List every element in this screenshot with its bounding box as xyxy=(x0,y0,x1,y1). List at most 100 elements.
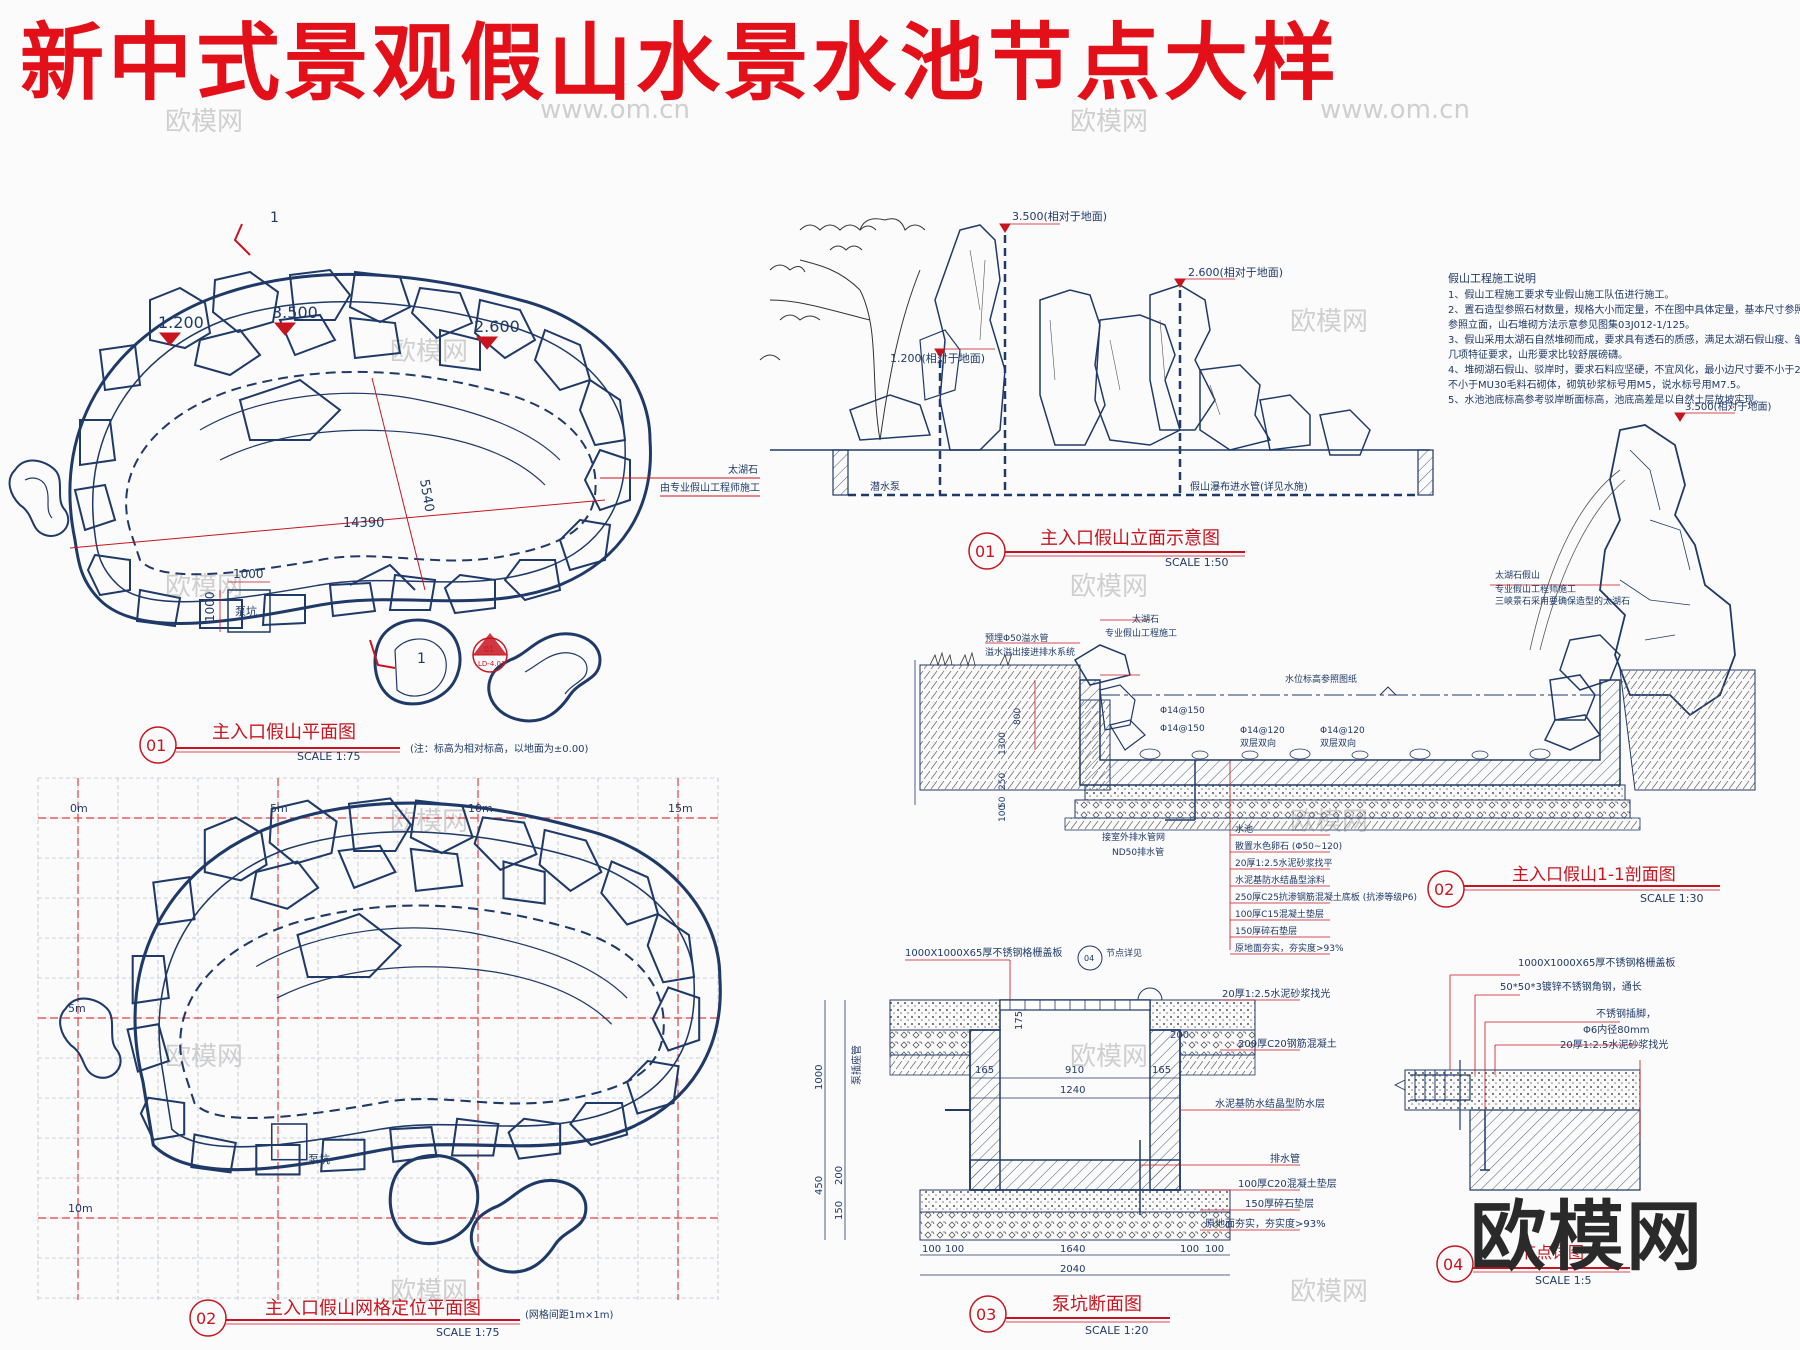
notes-line: 4、堆砌湖石假山、驳岸时，要求石料应坚硬，不宜风化，最小边尺寸要不小于200，采… xyxy=(1448,363,1800,376)
notes-line: 几项特征要求，山形要求比较舒展磅礴。 xyxy=(1448,348,1628,361)
drawing-number: 01 xyxy=(975,542,995,561)
callout-label: 三峡景石采用要确保造型的太湖石 xyxy=(1495,595,1630,607)
dimension-label: 1640 xyxy=(1060,1244,1085,1255)
dimension-label: 200 xyxy=(1170,1030,1189,1041)
dimension-label: 1000 xyxy=(203,591,217,622)
layer-label: 250厚C25抗渗钢筋混凝土底板 (抗渗等级P6) xyxy=(1235,891,1417,903)
grid-02 xyxy=(37,777,722,1300)
grid-label-x: 5m xyxy=(270,802,288,815)
elevation-label: 1.200 xyxy=(158,313,204,332)
drawing-number: 02 xyxy=(196,1309,216,1328)
dimension-label: 100 xyxy=(922,1244,941,1255)
grid-label-y: 5m xyxy=(68,1002,86,1015)
drawing-note: (注：标高为相对标高，以地面为±0.00) xyxy=(410,742,589,755)
water-level-label: 水位标高参照图纸 xyxy=(1285,673,1357,685)
dimension-label: 5540 xyxy=(416,478,437,513)
elevation-01-titleblock: 01 主入口假山立面示意图 SCALE 1:50 xyxy=(968,528,1245,570)
dimension-label: 14390 xyxy=(343,516,384,531)
elevation-label: 2.600(相对于地面) xyxy=(1188,265,1283,279)
dimension-label: 165 xyxy=(1152,1065,1171,1076)
grid-02-titleblock: 02 主入口假山网格定位平面图 (网格间距1m×1m) SCALE 1:75 xyxy=(189,1298,613,1339)
pit-03-text: 1000X1000X65厚不锈钢格栅盖板 04 节点详见 175 200 165… xyxy=(814,946,1337,1275)
drawing-title: 主入口假山1-1剖面图 xyxy=(1512,865,1676,885)
layer-label: 水泥基防水结晶型防水层 xyxy=(1215,1097,1325,1110)
callout-label: 专业假山工程师施工 xyxy=(1495,583,1576,595)
notes-line: 参照立面，山石堆砌方法示意参见图集03J012-1/125。 xyxy=(1448,318,1695,331)
plan-01-titleblock: 01 主入口假山平面图 SCALE 1:75 (注：标高为相对标高，以地面为±0… xyxy=(139,722,589,764)
node-label: Φ6内径80mm xyxy=(1583,1023,1649,1036)
callout-label: 太湖石 xyxy=(1132,613,1159,625)
section-mark: 1 xyxy=(417,651,426,667)
grid-02-text: 0m 5m 10m 15m 5m 10m 泵坑 xyxy=(68,802,693,1215)
drawing-scale: SCALE 1:5 xyxy=(1535,1274,1591,1287)
node-label: 50*50*3镀锌不锈钢角钢，通长 xyxy=(1500,980,1642,993)
detail-ref: 01 xyxy=(484,645,494,654)
dimension-label: 450 xyxy=(814,1176,825,1195)
node-label: 20厚1:2.5水泥砂浆找光 xyxy=(1560,1038,1668,1051)
watermark-text: 欧模网 xyxy=(165,1042,243,1072)
section-02 xyxy=(914,412,1756,955)
elevation-01 xyxy=(759,218,1434,497)
callout-label: 预埋Φ50溢水管 xyxy=(985,632,1049,644)
layer-label: 150厚碎石垫层 xyxy=(1235,925,1297,937)
drawing-title: 节点详图 xyxy=(1520,1243,1584,1262)
pit-03-titleblock: 03 泵坑断面图 SCALE 1:20 xyxy=(969,1294,1170,1337)
notes-heading: 假山工程施工说明 xyxy=(1448,271,1536,285)
pump-label: 潜水泵 xyxy=(870,480,900,493)
rebar-label: Φ14@150 xyxy=(1160,724,1205,734)
drain-label: 接室外排水管网 xyxy=(1102,831,1165,843)
dimension-label: 250 xyxy=(998,773,1008,790)
drawing-note: (网格间距1m×1m) xyxy=(525,1308,613,1321)
construction-notes: 假山工程施工说明 1、假山工程施工要求专业假山施工队伍进行施工。 2、置石造型参… xyxy=(1448,271,1800,406)
watermark-text: 欧模网 xyxy=(1290,307,1368,337)
drawing-scale: SCALE 1:75 xyxy=(436,1326,499,1339)
dimension-label: 910 xyxy=(1065,1065,1084,1076)
dimension-label: 100 xyxy=(1180,1244,1199,1255)
drawing-scale: SCALE 1:75 xyxy=(297,750,360,763)
node-04-titleblock: 04 节点详图 SCALE 1:5 xyxy=(1436,1243,1630,1287)
detail-ref: LD-4.03 xyxy=(478,660,505,668)
watermarks: 欧模网 www.om.cn 欧模网 www.om.cn 欧模网 欧模网 欧模网 … xyxy=(165,95,1470,1307)
grid-label-x: 0m xyxy=(70,802,88,815)
watermark-text: 欧模网 xyxy=(1070,107,1148,137)
drawing-title: 主入口假山平面图 xyxy=(212,722,356,743)
elevation-label: 3.500(相对于地面) xyxy=(1685,400,1772,413)
dimension-label: 100 xyxy=(945,1244,964,1255)
callout-label: 太湖石 xyxy=(728,463,758,476)
layer-label: 20厚1:2.5水泥砂浆找光 xyxy=(1222,987,1330,1000)
elevation-label: 1.200(相对于地面) xyxy=(890,351,985,365)
layer-label: 20厚1:2.5水泥砂浆找平 xyxy=(1235,857,1333,869)
dimension-label: 2040 xyxy=(1060,1264,1085,1275)
notes-line: 1、假山工程施工要求专业假山施工队伍进行施工。 xyxy=(1448,288,1674,301)
elevation-label: 3.500 xyxy=(272,303,318,322)
dimension-label: 100 xyxy=(998,805,1008,822)
watermark-text: 欧模网 xyxy=(165,107,243,137)
dimension-label: 1000 xyxy=(814,1065,825,1090)
node-label: 不锈钢插脚， xyxy=(1596,1007,1656,1020)
plan-01-text: 1.200 3.500 2.600 14390 5540 1000 1000 泵… xyxy=(158,210,760,668)
watermark-text: 欧模网 xyxy=(1070,1042,1148,1072)
detail-ref: 04 xyxy=(1084,954,1094,963)
notes-line: 2、置石造型参照石材数量，规格大小而定量，不在图中具体定量，基本尺寸参照平面，高… xyxy=(1448,303,1800,316)
dimension-label: 1300 xyxy=(998,732,1008,755)
watermark-text: 欧模网 xyxy=(1070,572,1148,602)
callout-label: 溢水溢出接进排水系统 xyxy=(985,646,1075,658)
callout-label: 专业假山工程施工 xyxy=(1105,627,1177,639)
node-label: 1000X1000X65厚不锈钢格栅盖板 xyxy=(1518,956,1675,969)
section-mark: 1 xyxy=(270,210,279,226)
sheet-title: 新中式景观假山水景水池节点大样 xyxy=(20,14,1341,112)
dimension-label: 1240 xyxy=(1060,1085,1085,1096)
layer-label: 100厚C20混凝土垫层 xyxy=(1238,1177,1337,1190)
layer-label: 水泥基防水结晶型涂料 xyxy=(1235,874,1325,886)
drawing-scale: SCALE 1:30 xyxy=(1640,892,1703,905)
watermark-text: 欧模网 xyxy=(390,337,468,367)
pit-label: 泵坑 xyxy=(308,1152,330,1166)
drawing-title: 泵坑断面图 xyxy=(1052,1294,1142,1315)
pit-03 xyxy=(824,945,1300,1276)
drawing-number: 04 xyxy=(1443,1255,1463,1274)
layer-label: 原地面夯实，夯实度>93% xyxy=(1235,942,1344,954)
layer-label: 原地面夯实，夯实度>93% xyxy=(1205,1217,1326,1230)
layer-label: 双层双向 xyxy=(1240,737,1276,749)
